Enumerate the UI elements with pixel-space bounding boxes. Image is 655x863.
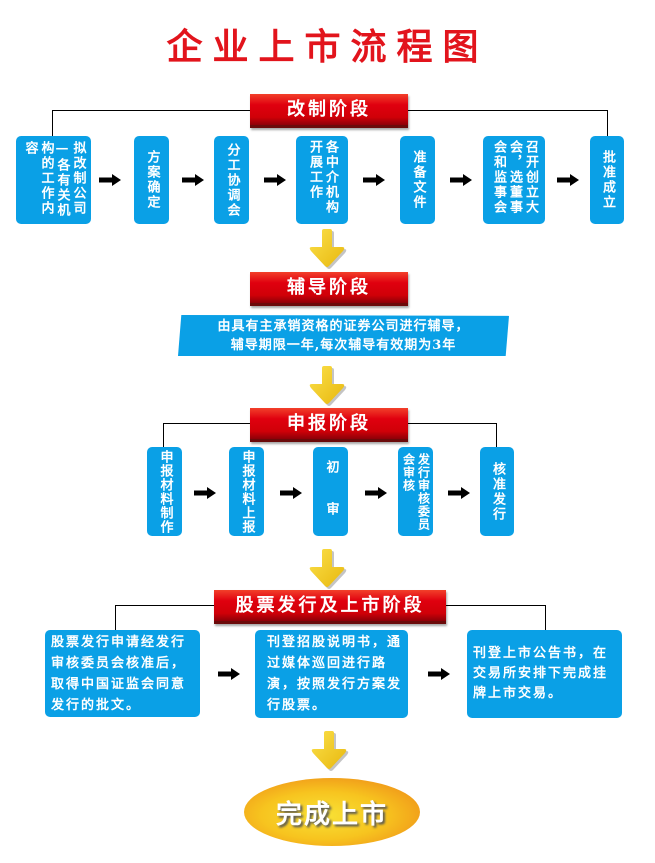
step-box: 发行审核委员会审核 xyxy=(398,447,433,536)
step-box: 刊登招股说明书，通过媒体巡回进行路演，按照发行方案发行股票。 xyxy=(255,630,408,718)
right-arrow-icon xyxy=(182,174,204,186)
step-text: 各中介机构开展工作 xyxy=(307,140,338,215)
right-arrow-icon xyxy=(428,668,450,680)
right-arrow-icon xyxy=(99,174,121,186)
step-text: 召开创立大会，选董事会和监事会 xyxy=(491,140,538,215)
step-text: 方案确定 xyxy=(144,150,160,210)
step-box: 刊登上市公告书，在交易所安排下完成挂牌上市交易。 xyxy=(467,630,622,718)
step-text: 刊登招股说明书，通过媒体巡回进行路演，按照发行方案发行股票。 xyxy=(267,635,403,713)
right-arrow-icon xyxy=(280,487,302,499)
right-arrow-icon xyxy=(365,487,387,499)
down-arrow-icon xyxy=(306,366,348,406)
description-line: 由具有主承销资格的证券公司进行辅导， xyxy=(217,319,470,334)
final-text: 完成上市 xyxy=(275,799,388,830)
connector-line xyxy=(115,605,116,630)
step-box: 准备文件 xyxy=(400,136,435,224)
right-arrow-icon xyxy=(450,174,472,186)
right-arrow-icon xyxy=(194,487,216,499)
connector-line xyxy=(52,110,53,136)
step-box: 核准发行 xyxy=(480,447,514,536)
right-arrow-icon xyxy=(218,668,240,680)
step-text: 股票发行申请经发行审核委员会核准后，取得中国证监会同意发行的批文。 xyxy=(51,634,187,713)
stage-banner-restructuring: 改制阶段 xyxy=(250,94,408,128)
description-line: 辅导期限一年,每次辅导有效期为3年 xyxy=(230,338,457,353)
stage-banner-application: 申报阶段 xyxy=(250,408,408,442)
page-title: 企业上市流程图 xyxy=(166,26,489,68)
step-text: 批准成立 xyxy=(600,150,615,210)
step-box: 股票发行申请经发行审核委员会核准后，取得中国证监会同意发行的批文。 xyxy=(45,630,200,717)
step-text: 申报材料制作 xyxy=(157,449,173,534)
step-box: 批准成立 xyxy=(590,136,624,224)
step-text: 初 审 xyxy=(323,460,339,523)
stage-banner-issuance-listing: 股票发行及上市阶段 xyxy=(214,590,446,624)
connector-line xyxy=(163,423,164,447)
right-arrow-icon xyxy=(557,174,579,186)
right-arrow-icon xyxy=(264,174,286,186)
stage-banner-tutoring: 辅导阶段 xyxy=(250,272,408,306)
step-text: 核准发行 xyxy=(490,461,505,522)
step-text: 刊登上市公告书，在交易所安排下完成挂牌上市交易。 xyxy=(473,646,609,701)
right-arrow-icon xyxy=(448,487,470,499)
step-text: 拟改制公司—各有关机构的工作内容 xyxy=(22,141,86,218)
step-box: 各中介机构开展工作 xyxy=(296,136,348,224)
step-text: 分工协调会 xyxy=(224,142,240,218)
step-box: 拟改制公司—各有关机构的工作内容 xyxy=(16,136,91,224)
connector-line xyxy=(607,110,608,136)
step-text: 准备文件 xyxy=(410,150,426,210)
down-arrow-icon xyxy=(308,731,350,771)
step-box: 申报材料制作 xyxy=(147,447,182,536)
tutoring-description: 由具有主承销资格的证券公司进行辅导， 辅导期限一年,每次辅导有效期为3年 xyxy=(178,315,509,356)
connector-line xyxy=(545,605,546,630)
down-arrow-icon xyxy=(306,229,348,269)
down-arrow-icon xyxy=(306,549,348,589)
step-text: 发行审核委员会审核 xyxy=(401,452,431,531)
step-box: 召开创立大会，选董事会和监事会 xyxy=(483,136,545,224)
step-box: 分工协调会 xyxy=(214,136,249,224)
step-box: 申报材料上报 xyxy=(229,447,264,536)
step-box: 初 审 xyxy=(313,447,348,536)
final-listing-oval: 完成上市 xyxy=(244,778,420,846)
step-box: 方案确定 xyxy=(134,136,169,224)
right-arrow-icon xyxy=(363,174,385,186)
step-text: 申报材料上报 xyxy=(239,449,255,534)
connector-line xyxy=(496,423,497,447)
